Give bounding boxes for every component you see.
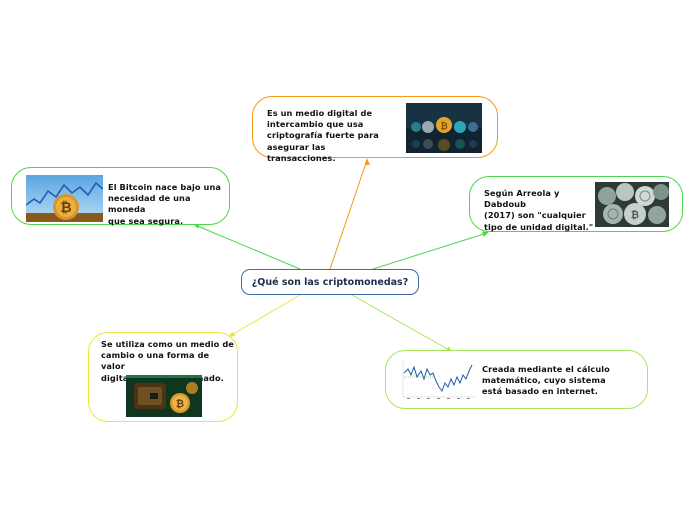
svg-text:₿: ₿ <box>631 209 639 221</box>
node-right[interactable]: Según Arreola y Dabdoub (2017) son "cual… <box>469 176 683 232</box>
bitcoin-chart-image: ₿ <box>26 175 103 222</box>
node-top-line-4: asegurar las transacciones. <box>267 141 336 163</box>
node-left-line-3: que sea segura. <box>108 215 184 226</box>
svg-text:₿: ₿ <box>60 200 71 216</box>
node-right-text: Según Arreola y Dabdoub (2017) son "cual… <box>484 188 596 233</box>
node-right-line-3: tipo de unidad digital." <box>484 221 594 232</box>
link-bottom-right <box>351 294 452 352</box>
svg-text:₿: ₿ <box>176 398 184 410</box>
crypto-coins-pile-image: ₿ <box>595 182 669 227</box>
node-bottom-right-line-2: matemático, cuyo sistema <box>482 375 606 386</box>
node-left-line-1: El Bitcoin nace bajo una <box>108 182 222 192</box>
node-left-text: El Bitcoin nace bajo una necesidad de un… <box>108 182 226 227</box>
central-topic-label: ¿Qué son las criptomonedas? <box>251 276 409 288</box>
link-left <box>194 224 301 270</box>
svg-text:₿: ₿ <box>440 121 447 132</box>
arrowhead-right <box>482 231 489 237</box>
node-bottom-right-text: Creada mediante el cálculo matemático, c… <box>482 364 642 398</box>
link-bottom-left <box>229 294 301 337</box>
node-bottom-right-line-3: está basado en internet. <box>482 386 599 397</box>
node-top-line-2: intercambio que usa <box>267 119 364 130</box>
node-bottom-left-line-1: Se utiliza como un medio de <box>101 339 234 349</box>
link-right <box>372 232 488 270</box>
node-bottom-right[interactable]: Creada mediante el cálculo matemático, c… <box>385 350 648 409</box>
link-top <box>329 159 368 270</box>
node-top-text: Es un medio digital de intercambio que u… <box>267 108 397 164</box>
bitcoin-wallet-image: ₿ <box>126 375 202 417</box>
arrowhead-top <box>364 158 370 165</box>
node-top-line-3: criptografía fuerte para <box>267 130 379 141</box>
node-top[interactable]: Es un medio digital de intercambio que u… <box>252 96 498 163</box>
node-right-line-2: (2017) son "cualquier <box>484 210 586 221</box>
node-bottom-left-line-2: cambio o una forma de valor <box>101 350 210 372</box>
central-topic[interactable]: ¿Qué son las criptomonedas? <box>241 269 419 295</box>
node-bottom-right-line-1: Creada mediante el cálculo <box>482 364 610 374</box>
node-left[interactable]: ₿ El Bitcoin nace bajo una necesidad de … <box>11 167 230 227</box>
node-top-line-1: Es un medio digital de <box>267 108 373 118</box>
node-bottom-left[interactable]: Se utiliza como un medio de cambio o una… <box>88 332 238 422</box>
price-line-chart-image <box>399 357 477 403</box>
node-left-line-2: necesidad de una moneda <box>108 193 191 215</box>
node-right-line-1: Según Arreola y Dabdoub <box>484 188 560 210</box>
crypto-coins-row-image: ₿ <box>406 103 482 153</box>
